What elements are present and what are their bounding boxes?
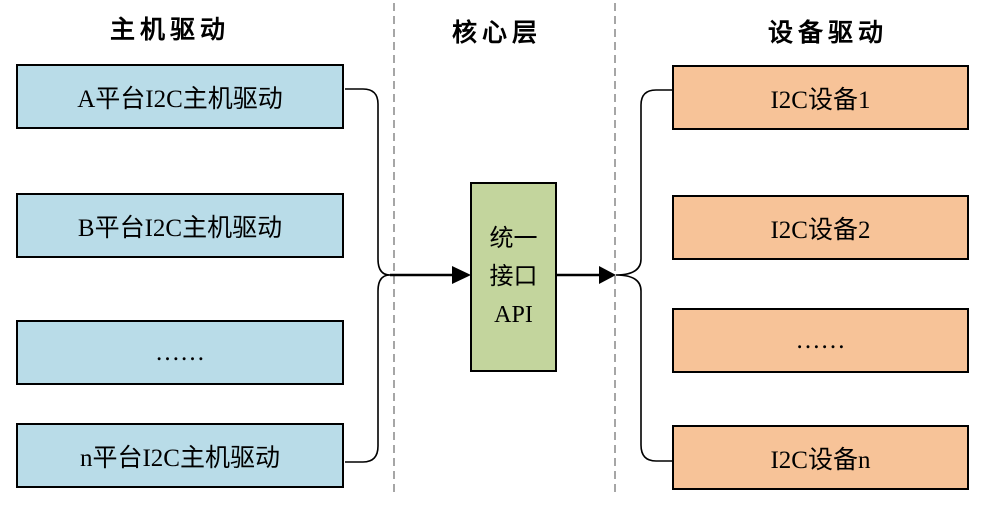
device-brace — [615, 89, 673, 462]
unified-api-box: 统一 接口 API — [470, 182, 557, 372]
host-column-title: 主机驱动 — [109, 17, 230, 44]
host-driver-box-ellipsis: …… — [16, 320, 344, 385]
host-driver-box: B平台I2C主机驱动 — [16, 193, 344, 258]
api-box-line: 统一 — [489, 226, 538, 252]
core-column-title: 核心层 — [451, 20, 542, 47]
host-brace — [345, 88, 391, 463]
device-driver-box-ellipsis: …… — [672, 308, 969, 373]
api-box-line: 接口 — [489, 264, 538, 290]
device-driver-box: I2C设备2 — [672, 195, 969, 260]
host-driver-box: n平台I2C主机驱动 — [16, 423, 344, 488]
host-driver-box: A平台I2C主机驱动 — [16, 64, 344, 129]
device-driver-box: I2C设备n — [672, 425, 969, 490]
arrowhead-api-to-device — [599, 266, 616, 284]
arrowhead-host-to-api — [452, 266, 471, 284]
api-box-line: API — [494, 302, 533, 328]
device-column-title: 设备驱动 — [767, 20, 888, 47]
device-driver-box: I2C设备1 — [672, 65, 969, 130]
